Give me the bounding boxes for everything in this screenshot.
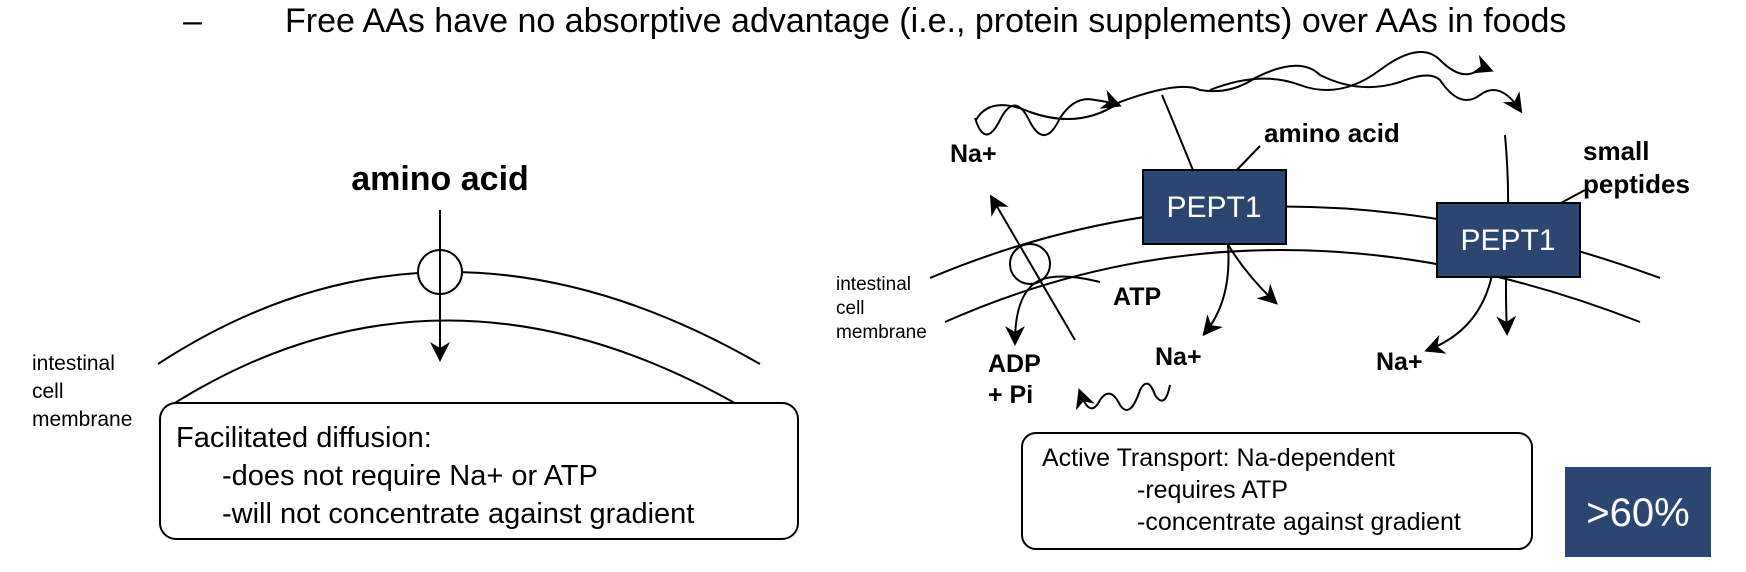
left-membrane-label-line: membrane — [32, 408, 132, 431]
left-membrane — [157, 271, 761, 407]
na-out-arrow — [989, 194, 1076, 341]
right-info-box — [1021, 432, 1533, 550]
right-membrane-label: intestinal cell membrane — [836, 274, 927, 343]
na-wave-top — [975, 64, 1523, 121]
right-membrane-label-line: intestinal — [836, 274, 911, 295]
na-right-label: Na+ — [1376, 348, 1423, 376]
na-mid-label: Na+ — [1155, 343, 1202, 371]
na-top-label: Na+ — [950, 140, 997, 168]
amino-acid-label: amino acid — [1264, 118, 1400, 148]
pept1-transporter-1: PEPT1 — [1142, 169, 1287, 245]
left-box-line: -will not concentrate against gradient — [222, 498, 694, 530]
left-amino-acid-label: amino acid — [351, 160, 529, 198]
adp-label-line: + Pi — [988, 381, 1033, 409]
percent-badge-text: >60% — [1586, 491, 1689, 535]
right-box-line: -concentrate against gradient — [1137, 508, 1461, 536]
pept1-label: PEPT1 — [1460, 224, 1555, 257]
left-box-title: Facilitated diffusion: — [176, 422, 432, 454]
right-box-line: -requires ATP — [1137, 476, 1288, 504]
small-peptides-line: peptides — [1583, 169, 1690, 199]
percent-badge: >60% — [1565, 467, 1711, 557]
left-box-line: -does not require Na+ or ATP — [222, 460, 598, 492]
pept1-2-na-arrow — [1424, 274, 1493, 354]
pept1-1-na-arrow — [1202, 244, 1230, 337]
small-peptides-label: small peptides — [1583, 136, 1690, 199]
bullet-text: Free AAs have no absorptive advantage (i… — [285, 2, 1567, 40]
bullet-dash: – — [183, 2, 202, 40]
small-peptides-line: small — [1583, 136, 1650, 166]
pept1-label: PEPT1 — [1166, 191, 1261, 224]
right-box-title: Active Transport: Na-dependent — [1042, 444, 1395, 472]
na-wave-right — [1209, 51, 1494, 91]
na-wave-left — [974, 90, 1122, 136]
adp-label-line: ADP — [988, 350, 1040, 378]
right-membrane-label-line: membrane — [836, 322, 927, 343]
pept1-transporter-2: PEPT1 — [1436, 202, 1581, 278]
adp-label: ADP + Pi — [988, 350, 1047, 409]
k-wave-bottom — [1075, 382, 1171, 411]
left-membrane-label: intestinal cell membrane — [32, 352, 132, 431]
atp-to-adp-arrow — [1005, 275, 1101, 346]
left-info-box — [159, 402, 799, 540]
right-membrane-label-line: cell — [836, 298, 865, 319]
atp-label: ATP — [1113, 283, 1161, 311]
left-membrane-label-line: intestinal — [32, 352, 115, 375]
left-membrane-label-line: cell — [32, 380, 64, 403]
